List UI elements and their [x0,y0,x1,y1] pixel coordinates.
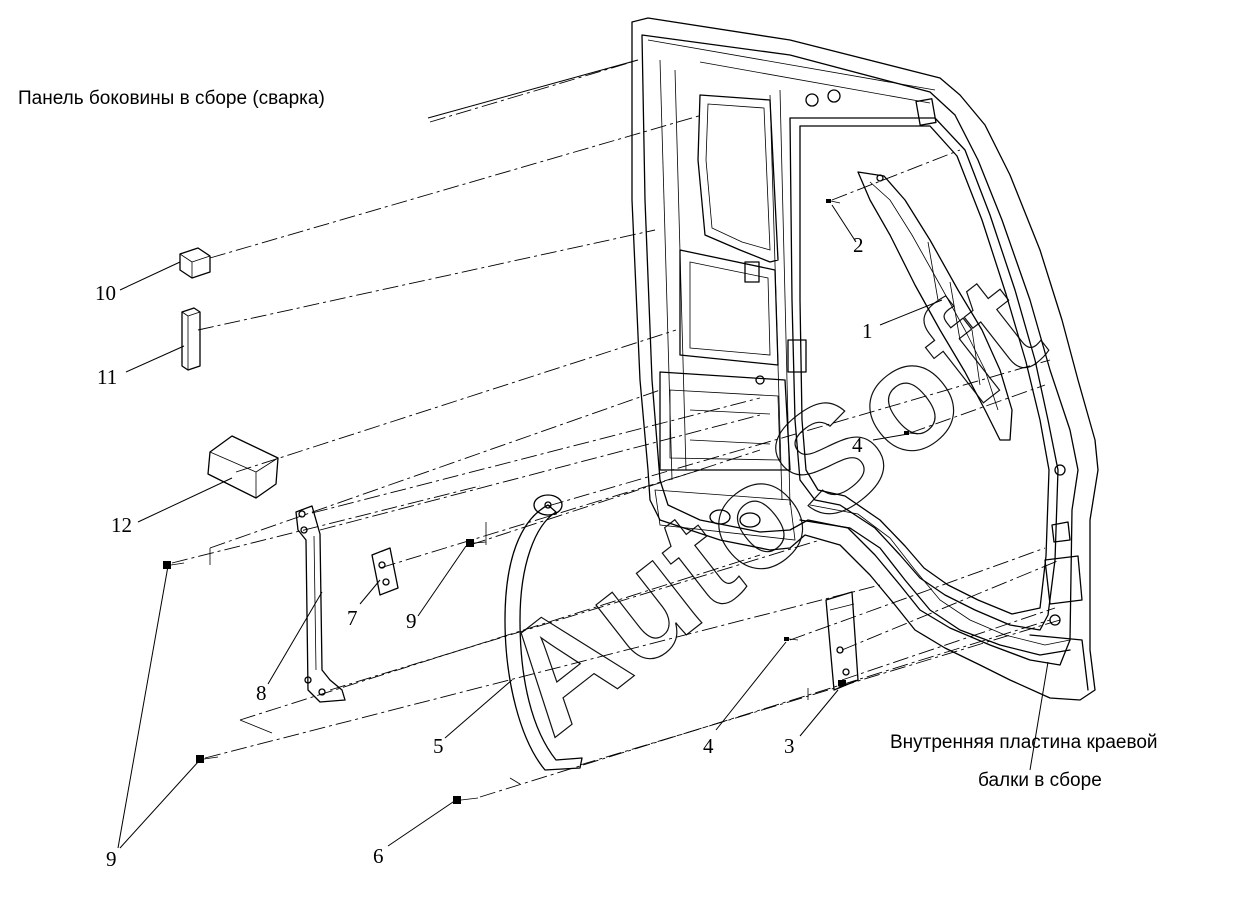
callout-4-lower: 4 [703,734,714,758]
part-11-block [181,307,201,371]
callout-8: 8 [256,681,267,705]
side-panel-assembly [631,17,1099,701]
labels: Панель боковины в сборе (сварка) Внутрен… [18,88,1158,871]
callout-6: 6 [373,844,384,868]
part-3-bracket [825,591,859,691]
callout-5: 5 [433,734,444,758]
door-aperture [789,117,1059,631]
callout-1: 1 [862,319,873,343]
callout-7: 7 [347,606,358,630]
part-8-vertical-handle [295,505,346,703]
part-9-bolt-b [196,755,219,763]
sill-beam [799,519,1071,656]
callout-4-upper: 4 [852,433,863,457]
panel-assembly-label: Панель боковины в сборе (сварка) [18,88,325,109]
callout-12: 12 [111,513,132,537]
watermark-text: AutoSoft [468,243,1070,765]
side-panel-outline [631,17,1099,701]
door-aperture-flange [799,125,1050,615]
inner-plate-label-line1: Внутренняя пластина краевой [890,732,1158,753]
callout-10: 10 [95,281,116,305]
callout-9-left: 9 [106,847,117,871]
window-opening [697,94,779,263]
part-1-trim-strip [857,171,1013,441]
part-2-screw [826,199,841,204]
callout-3: 3 [784,734,795,758]
part-9-bolt-a [163,561,185,569]
side-panel-inner-rim [641,34,1079,666]
watermark: AutoSoft [468,242,1072,765]
part-6-bolt [453,796,479,804]
leader-lines [117,59,1049,849]
callout-9-mid: 9 [406,609,417,633]
part-4-screw-lower [784,637,799,641]
lower-panel-box [659,371,791,471]
part-7-clip [371,547,399,596]
inner-plate-label-line2: балки в сборе [978,770,1102,791]
part-10-block [179,247,211,279]
assembly-lines [171,61,1061,798]
callout-2: 2 [853,233,864,257]
part-12-block [207,435,279,499]
callout-11: 11 [97,365,117,389]
